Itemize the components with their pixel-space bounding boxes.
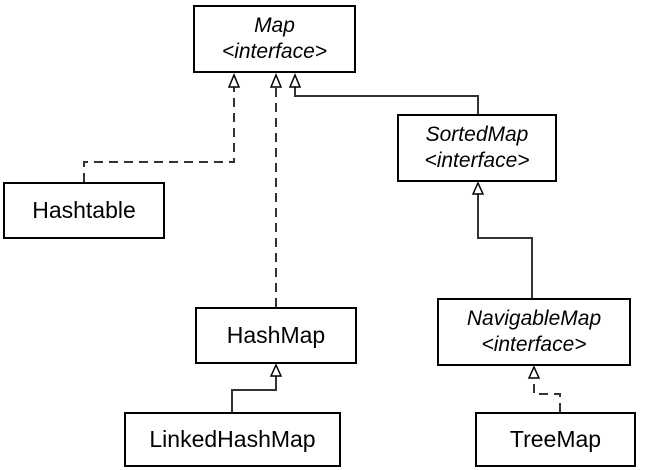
navigablemap-stereotype: <interface> <box>481 333 587 356</box>
map-interface-box: Map <interface> <box>193 5 356 73</box>
linkedhashmap-class-box: LinkedHashMap <box>124 412 341 467</box>
linkedhashmap-name: LinkedHashMap <box>149 426 316 453</box>
map-name: Map <box>254 13 295 37</box>
edge-navigablemap-to-sortedmap <box>477 194 533 298</box>
treemap-class-box: TreeMap <box>475 412 636 467</box>
hashtable-name: Hashtable <box>32 197 136 224</box>
arrowhead-linked-hashmap <box>269 363 283 377</box>
sortedmap-name: SortedMap <box>425 122 529 146</box>
map-stereotype: <interface> <box>221 40 328 63</box>
arrowhead-sortedmap-map <box>288 73 302 88</box>
hashmap-class-box: HashMap <box>195 307 357 364</box>
hashmap-name: HashMap <box>226 322 326 349</box>
edge-treemap-to-navigablemap <box>533 378 561 412</box>
edge-hashtable-to-map <box>83 87 235 182</box>
navigablemap-interface-box: NavigableMap <interface> <box>437 298 631 366</box>
sortedmap-stereotype: <interface> <box>424 149 530 172</box>
navigablemap-name: NavigableMap <box>466 306 602 330</box>
treemap-name: TreeMap <box>509 426 602 453</box>
sortedmap-interface-box: SortedMap <interface> <box>397 114 557 182</box>
hashtable-class-box: Hashtable <box>3 182 165 239</box>
arrowhead-treemap-navigable <box>527 365 541 379</box>
edge-sortedmap-to-map <box>294 87 479 114</box>
arrowhead-navigable-sorted <box>471 181 485 195</box>
arrowhead-hashtable-map <box>227 73 241 88</box>
arrowhead-hashmap-map <box>269 73 283 88</box>
edge-linkedhashmap-to-hashmap <box>231 376 277 412</box>
